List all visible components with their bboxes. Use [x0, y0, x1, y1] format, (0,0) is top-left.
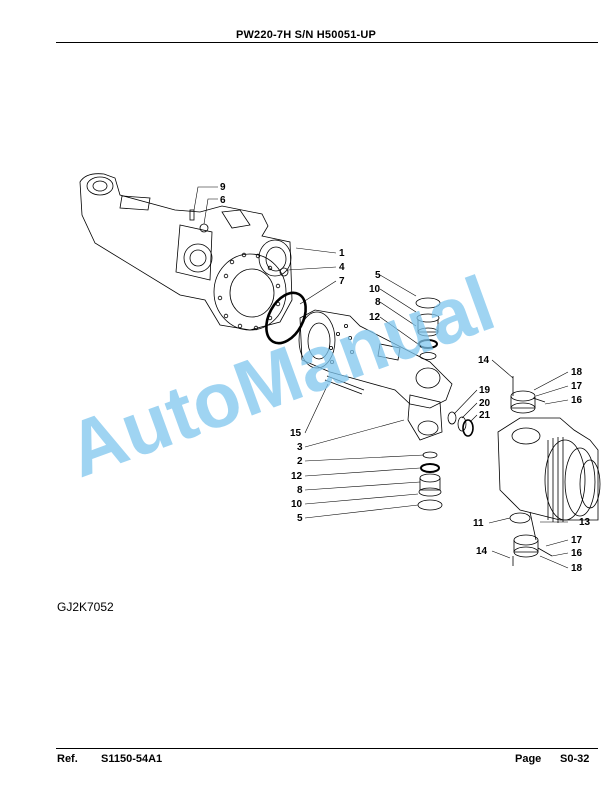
callout-17b: 17	[571, 535, 583, 546]
steering-knuckle	[497, 417, 599, 521]
watermark: AutoManual	[56, 259, 505, 494]
callout-3: 3	[297, 442, 303, 453]
callout-12: 12	[369, 312, 381, 323]
callout-6: 6	[220, 195, 226, 206]
callout-11: 11	[473, 518, 484, 529]
ref-value: S1150-54A1	[101, 753, 163, 765]
callout-7: 7	[339, 276, 345, 287]
callout-10: 10	[369, 284, 381, 295]
figure-code: GJ2K7052	[57, 600, 114, 614]
callout-5b: 5	[297, 513, 303, 524]
callout-4: 4	[339, 262, 345, 273]
callout-8: 8	[375, 297, 381, 308]
axle-casing	[299, 309, 453, 409]
ref-label: Ref.	[57, 753, 78, 765]
callout-1: 1	[339, 248, 345, 259]
page-label: Page	[515, 753, 542, 765]
footer-rule	[56, 748, 598, 749]
callout-16b: 16	[571, 548, 583, 559]
callout-19: 19	[479, 385, 491, 396]
callout-14b: 14	[476, 546, 488, 557]
callout-2: 2	[297, 456, 303, 467]
callout-18: 18	[571, 367, 583, 378]
axle-housing	[79, 173, 293, 331]
callout-12b: 12	[291, 471, 303, 482]
callout-13: 13	[579, 517, 591, 528]
callout-18b: 18	[571, 563, 583, 574]
callout-17: 17	[571, 381, 583, 392]
callout-14: 14	[478, 355, 490, 366]
callout-9: 9	[220, 182, 226, 193]
page-number: S0-32	[560, 753, 590, 765]
callout-5: 5	[375, 270, 381, 281]
callout-20: 20	[479, 398, 491, 409]
callout-21: 21	[479, 410, 491, 421]
callout-16: 16	[571, 395, 583, 406]
header-rule	[56, 42, 598, 43]
callout-15: 15	[290, 428, 302, 439]
callout-10b: 10	[291, 499, 303, 510]
page-title: PW220-7H S/N H50051-UP	[235, 29, 377, 41]
callout-8b: 8	[297, 485, 303, 496]
